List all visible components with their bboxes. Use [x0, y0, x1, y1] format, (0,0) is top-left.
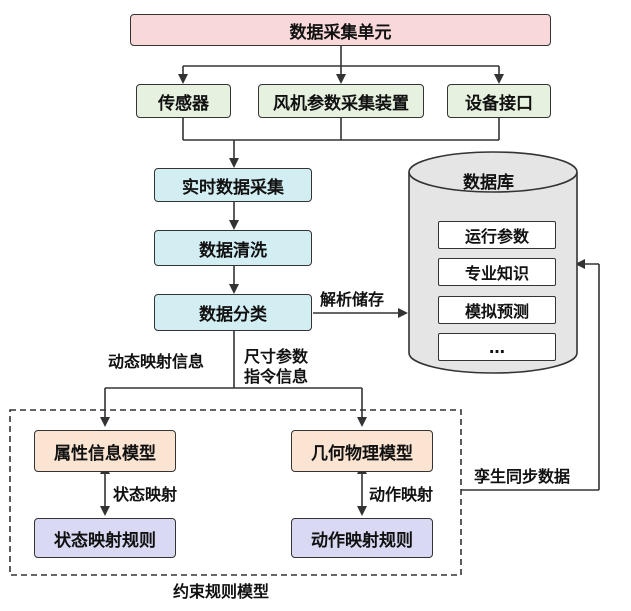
data-cleaning-label: 数据清洗: [199, 240, 267, 261]
db-item-expertise: 专业知识: [438, 258, 556, 286]
constraint-model-label: 约束规则模型: [173, 582, 270, 601]
realtime-collection-box: 实时数据采集: [154, 168, 312, 202]
db-item-more: …: [438, 333, 556, 361]
action-rule-label: 动作映射规则: [311, 530, 413, 551]
state-rule-label: 状态映射规则: [54, 530, 156, 551]
sensor-label: 传感器: [158, 93, 209, 114]
db-item-simulation: 模拟预测: [438, 296, 556, 324]
action-rule-box: 动作映射规则: [291, 518, 433, 558]
attribute-model-box: 属性信息模型: [34, 430, 176, 472]
device-interface-box: 设备接口: [447, 84, 551, 118]
realtime-collection-label: 实时数据采集: [182, 177, 284, 198]
fan-param-collector-label: 风机参数采集装置: [273, 93, 409, 114]
size-param-label: 尺寸参数: [244, 347, 309, 366]
geometry-model-label: 几何物理模型: [311, 443, 413, 464]
action-map-label: 动作映射: [369, 485, 434, 504]
db-item-more-label: …: [489, 337, 505, 357]
data-cleaning-box: 数据清洗: [154, 230, 312, 266]
instruction-label: 指令信息: [244, 367, 309, 386]
data-classification-box: 数据分类: [154, 294, 312, 331]
data-collection-unit: 数据采集单元: [130, 14, 551, 46]
parse-store-label: 解析储存: [320, 290, 385, 309]
geometry-model-box: 几何物理模型: [291, 430, 433, 472]
sensor-box: 传感器: [136, 84, 231, 118]
data-collection-unit-label: 数据采集单元: [289, 22, 392, 43]
state-map-label: 状态映射: [113, 485, 178, 504]
database-title: 数据库: [463, 173, 514, 193]
db-item-operating-params: 运行参数: [438, 221, 556, 249]
attribute-model-label: 属性信息模型: [54, 443, 156, 464]
db-item-expertise-label: 专业知识: [464, 264, 529, 283]
fan-param-collector-box: 风机参数采集装置: [258, 84, 424, 118]
data-classification-label: 数据分类: [199, 305, 267, 325]
dynamic-map-label: 动态映射信息: [108, 352, 205, 371]
db-item-operating-params-label: 运行参数: [464, 227, 529, 246]
device-interface-label: 设备接口: [465, 93, 533, 114]
state-rule-box: 状态映射规则: [34, 518, 176, 558]
db-item-simulation-label: 模拟预测: [464, 302, 529, 321]
twin-sync-label: 孪生同步数据: [474, 467, 571, 486]
